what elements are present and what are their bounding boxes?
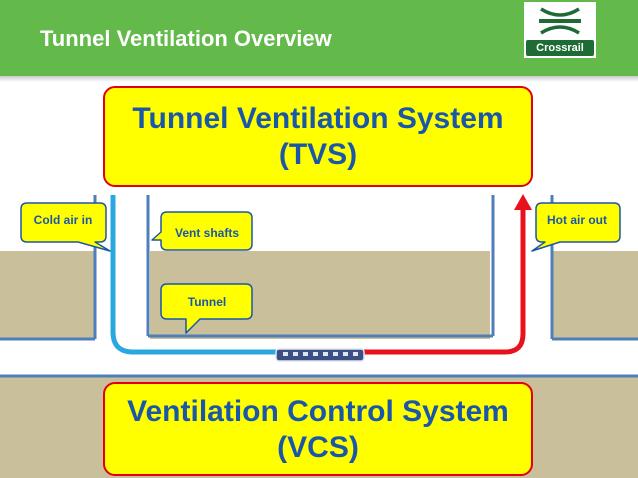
ground-right bbox=[553, 251, 638, 339]
vcs-box: Ventilation Control System (VCS) bbox=[103, 382, 533, 476]
hot-air-label: Hot air out bbox=[547, 213, 607, 227]
cold-air-flow bbox=[110, 195, 320, 355]
cold-air-label: Cold air in bbox=[33, 213, 93, 227]
tvs-title: Tunnel Ventilation System bbox=[132, 102, 504, 135]
hot-air-flow bbox=[320, 207, 526, 355]
hot-air-callout bbox=[531, 202, 621, 252]
vent-shafts-callout bbox=[151, 211, 253, 251]
hot-air-arrow-icon bbox=[514, 194, 532, 210]
crossrail-roundel-icon bbox=[539, 7, 581, 35]
logo-label: Crossrail bbox=[526, 40, 594, 56]
page-title: Tunnel Ventilation Overview bbox=[40, 26, 332, 51]
vcs-title: Ventilation Control System bbox=[127, 395, 509, 428]
crossrail-logo: Crossrail bbox=[524, 2, 596, 58]
tvs-acronym: (TVS) bbox=[278, 138, 358, 171]
vent-shafts-label: Vent shafts bbox=[174, 226, 240, 240]
tunnel-label: Tunnel bbox=[187, 295, 227, 309]
tvs-box: Tunnel Ventilation System (TVS) bbox=[103, 86, 533, 187]
ground-left bbox=[0, 251, 95, 339]
vcs-acronym: (VCS) bbox=[277, 431, 359, 464]
header-shadow bbox=[0, 76, 638, 82]
train-icon bbox=[275, 348, 365, 362]
cold-air-callout bbox=[20, 202, 111, 252]
tunnel-callout bbox=[160, 283, 253, 334]
